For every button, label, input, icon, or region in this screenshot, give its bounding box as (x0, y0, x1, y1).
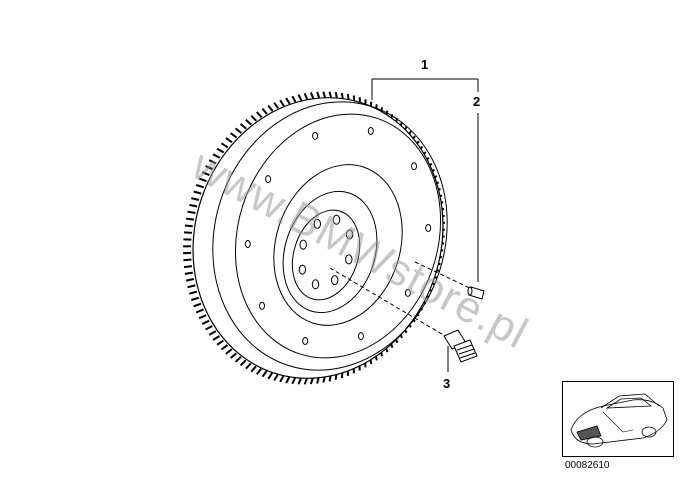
gear-tooth (186, 279, 194, 281)
gear-tooth (292, 96, 295, 102)
gear-tooth (311, 93, 313, 99)
gear-tooth (202, 321, 209, 324)
gear-tooth (305, 93, 308, 99)
gear-tooth (226, 349, 232, 354)
gear-tooth (268, 106, 272, 112)
callout-3: 3 (443, 377, 450, 390)
gear-tooth (274, 103, 278, 109)
gear-tooth (298, 95, 301, 101)
gear-tooth (263, 371, 267, 377)
gear-tooth (186, 219, 194, 220)
gear-tooth (199, 315, 206, 318)
callout-2: 2 (473, 95, 480, 108)
gear-tooth (183, 260, 191, 261)
gear-tooth (280, 100, 284, 106)
gear-tooth (251, 366, 256, 371)
gear-tooth (268, 373, 272, 379)
gear-tooth (336, 92, 337, 98)
gear-tooth (323, 92, 325, 98)
gear-tooth (184, 266, 192, 267)
gear-tooth (241, 124, 247, 129)
car-thumbnail-icon (563, 382, 673, 456)
gear-tooth (286, 377, 289, 383)
gear-tooth (286, 98, 290, 104)
gear-tooth (299, 378, 301, 384)
gear-tooth (221, 143, 227, 147)
gear-tooth (257, 369, 261, 375)
gear-tooth (206, 326, 213, 330)
gear-tooth (196, 310, 203, 313)
gear-tooth (188, 285, 196, 287)
gear-tooth (236, 128, 242, 133)
gear-tooth (262, 109, 267, 114)
gear-tooth (213, 336, 220, 340)
gear-tooth (185, 273, 193, 274)
gear-tooth (231, 133, 237, 138)
gear-tooth (280, 376, 283, 382)
gear-tooth (191, 298, 199, 300)
gear-tooth (226, 138, 232, 142)
gear-tooth (257, 112, 262, 117)
gear-tooth (330, 92, 332, 98)
gear-tooth (246, 120, 251, 125)
gear-tooth (221, 345, 227, 349)
car-thumbnail (562, 381, 674, 457)
gear-tooth (311, 378, 313, 384)
gear-tooth (251, 116, 256, 121)
gear-tooth (317, 92, 319, 98)
gear-tooth (209, 331, 216, 335)
gear-tooth (185, 226, 193, 227)
gear-tooth (292, 378, 295, 384)
gear-tooth (305, 378, 307, 384)
gear-tooth (189, 205, 197, 207)
gear-tooth (217, 341, 223, 345)
gear-tooth (236, 357, 241, 362)
gear-tooth (194, 304, 202, 307)
gear-tooth (189, 292, 197, 294)
gear-tooth (184, 232, 192, 233)
gear-tooth (274, 375, 278, 381)
gear-tooth (241, 360, 246, 365)
gear-tooth (188, 212, 196, 213)
gear-tooth (246, 363, 251, 368)
gear-tooth (231, 353, 237, 358)
callout-1: 1 (421, 58, 428, 71)
reference-number: 00082610 (565, 460, 610, 471)
gear-tooth (191, 198, 199, 200)
